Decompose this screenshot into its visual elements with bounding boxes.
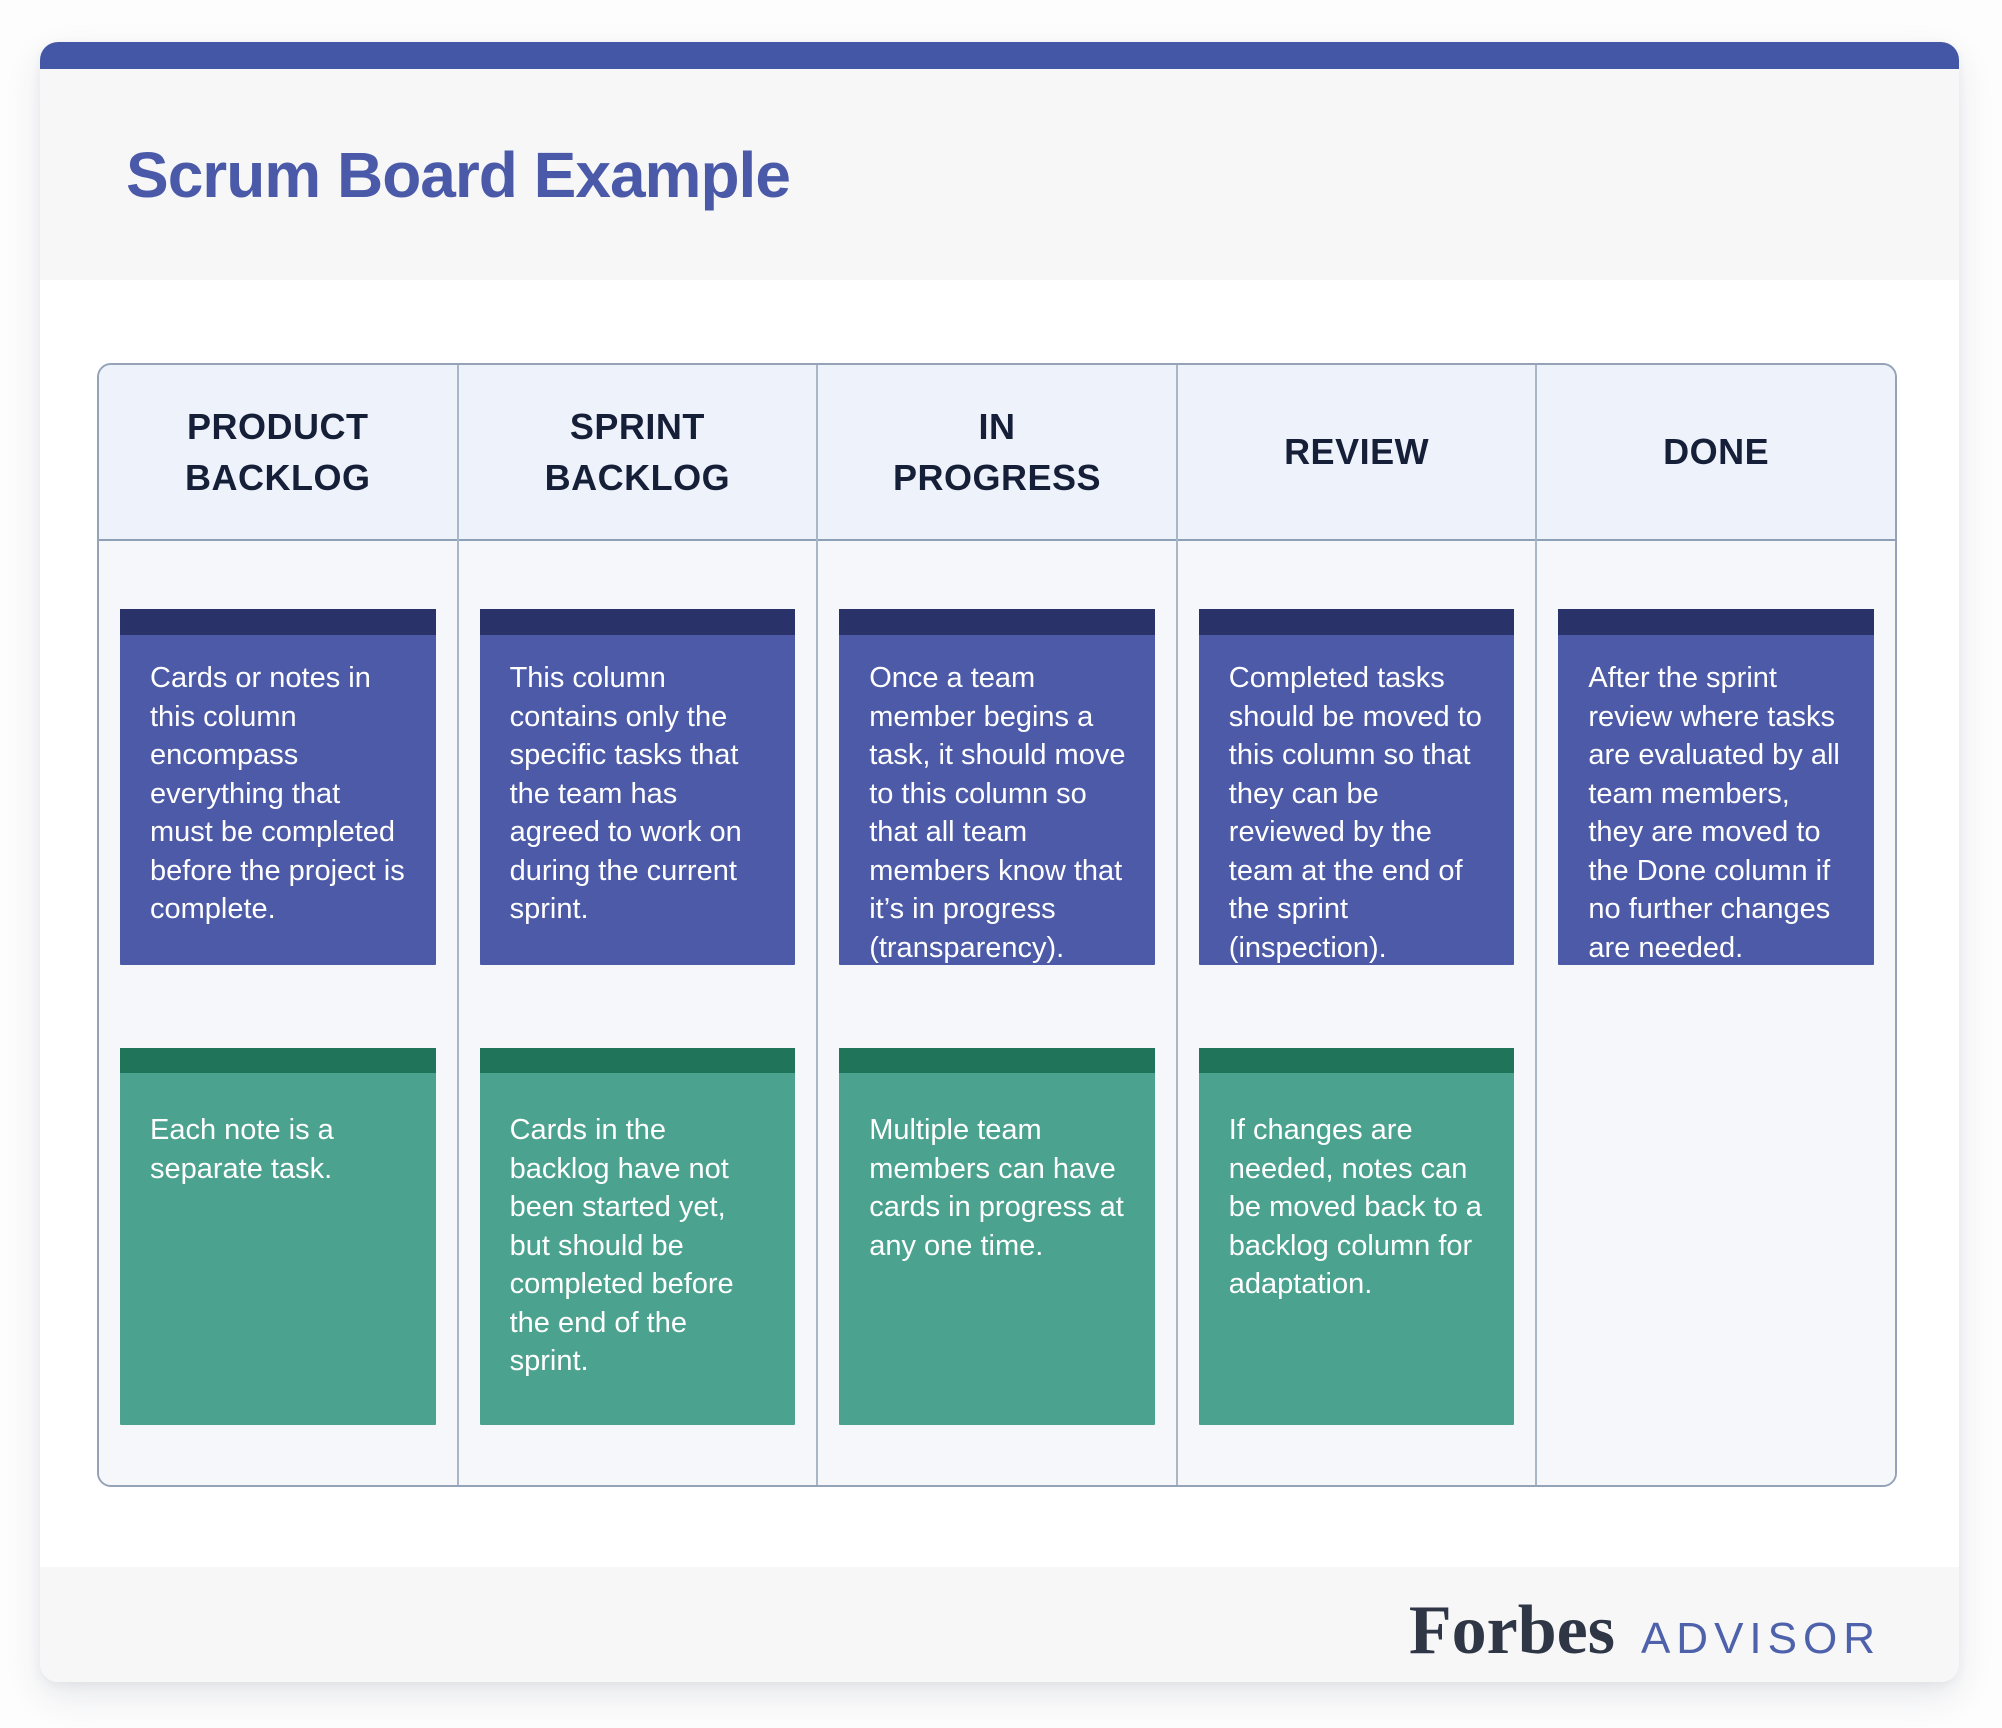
footer: Forbes ADVISOR [40, 1567, 1959, 1682]
card-header-strip [1558, 609, 1874, 635]
card-text: Cards in the backlog have not been start… [509, 1114, 734, 1378]
card-text: Completed tasks should be moved to this … [1228, 662, 1482, 964]
board-area: PRODUCT BACKLOG Cards or notes in this c… [40, 280, 1959, 1567]
card-text: If changes are needed, notes can be move… [1228, 1114, 1482, 1301]
card-text: After the sprint review where tasks are … [1588, 662, 1840, 964]
board-column-product-backlog: PRODUCT BACKLOG Cards or notes in this c… [99, 365, 459, 1485]
top-accent-bar [40, 42, 1959, 69]
kanban-card-purple: Completed tasks should be moved to this … [1198, 609, 1515, 965]
column-header: PRODUCT BACKLOG [99, 365, 457, 541]
card-header-strip [479, 609, 796, 635]
scrum-board-table: PRODUCT BACKLOG Cards or notes in this c… [97, 363, 1897, 1487]
board-column-done: DONE After the sprint review where tasks… [1537, 365, 1895, 1485]
board-column-in-progress: IN PROGRESS Once a team member begins a … [818, 365, 1178, 1485]
forbes-logo: Forbes [1408, 1592, 1615, 1669]
column-header: IN PROGRESS [818, 365, 1176, 541]
title-header: Scrum Board Example [40, 69, 1959, 280]
card-header-strip [1198, 1048, 1515, 1073]
kanban-card-purple: Once a team member begins a task, it sho… [839, 609, 1155, 965]
board-column-review: REVIEW Completed tasks should be moved t… [1177, 365, 1538, 1485]
kanban-card-purple: This column contains only the specific t… [479, 609, 796, 965]
column-body: This column contains only the specific t… [458, 541, 817, 1485]
column-header: DONE [1537, 365, 1895, 541]
card-header-strip [839, 609, 1155, 635]
card-header-strip [120, 1048, 436, 1073]
kanban-card-green: Multiple team members can have cards in … [839, 1048, 1155, 1425]
column-body: Completed tasks should be moved to this … [1177, 541, 1536, 1485]
card-header-strip [1198, 609, 1515, 635]
page-title: Scrum Board Example [126, 138, 791, 211]
kanban-card-green: Each note is a separate task. [120, 1048, 436, 1425]
card-text: Cards or notes in this column encompass … [150, 662, 405, 926]
card-header-strip [839, 1048, 1155, 1073]
kanban-card-purple: Cards or notes in this column encompass … [120, 609, 436, 965]
kanban-card-green: Cards in the backlog have not been start… [479, 1048, 796, 1425]
column-body: Cards or notes in this column encompass … [99, 541, 457, 1485]
card-text: Multiple team members can have cards in … [869, 1114, 1124, 1262]
card-text: This column contains only the specific t… [509, 662, 742, 926]
card-header-strip [479, 1048, 796, 1073]
kanban-card-green: If changes are needed, notes can be move… [1198, 1048, 1515, 1425]
scrum-board-panel: Scrum Board Example PRODUCT BACKLOG Card… [40, 42, 1959, 1682]
board-column-sprint-backlog: SPRINT BACKLOG This column contains only… [458, 365, 819, 1485]
column-body: After the sprint review where tasks are … [1537, 541, 1895, 1485]
column-header: SPRINT BACKLOG [458, 365, 817, 541]
kanban-card-purple: After the sprint review where tasks are … [1558, 609, 1874, 965]
advisor-label: ADVISOR [1640, 1614, 1881, 1663]
column-header: REVIEW [1177, 365, 1536, 541]
column-body: Once a team member begins a task, it sho… [818, 541, 1176, 1485]
card-text: Each note is a separate task. [150, 1114, 334, 1185]
card-text: Once a team member begins a task, it sho… [869, 662, 1126, 964]
card-header-strip [120, 609, 436, 635]
